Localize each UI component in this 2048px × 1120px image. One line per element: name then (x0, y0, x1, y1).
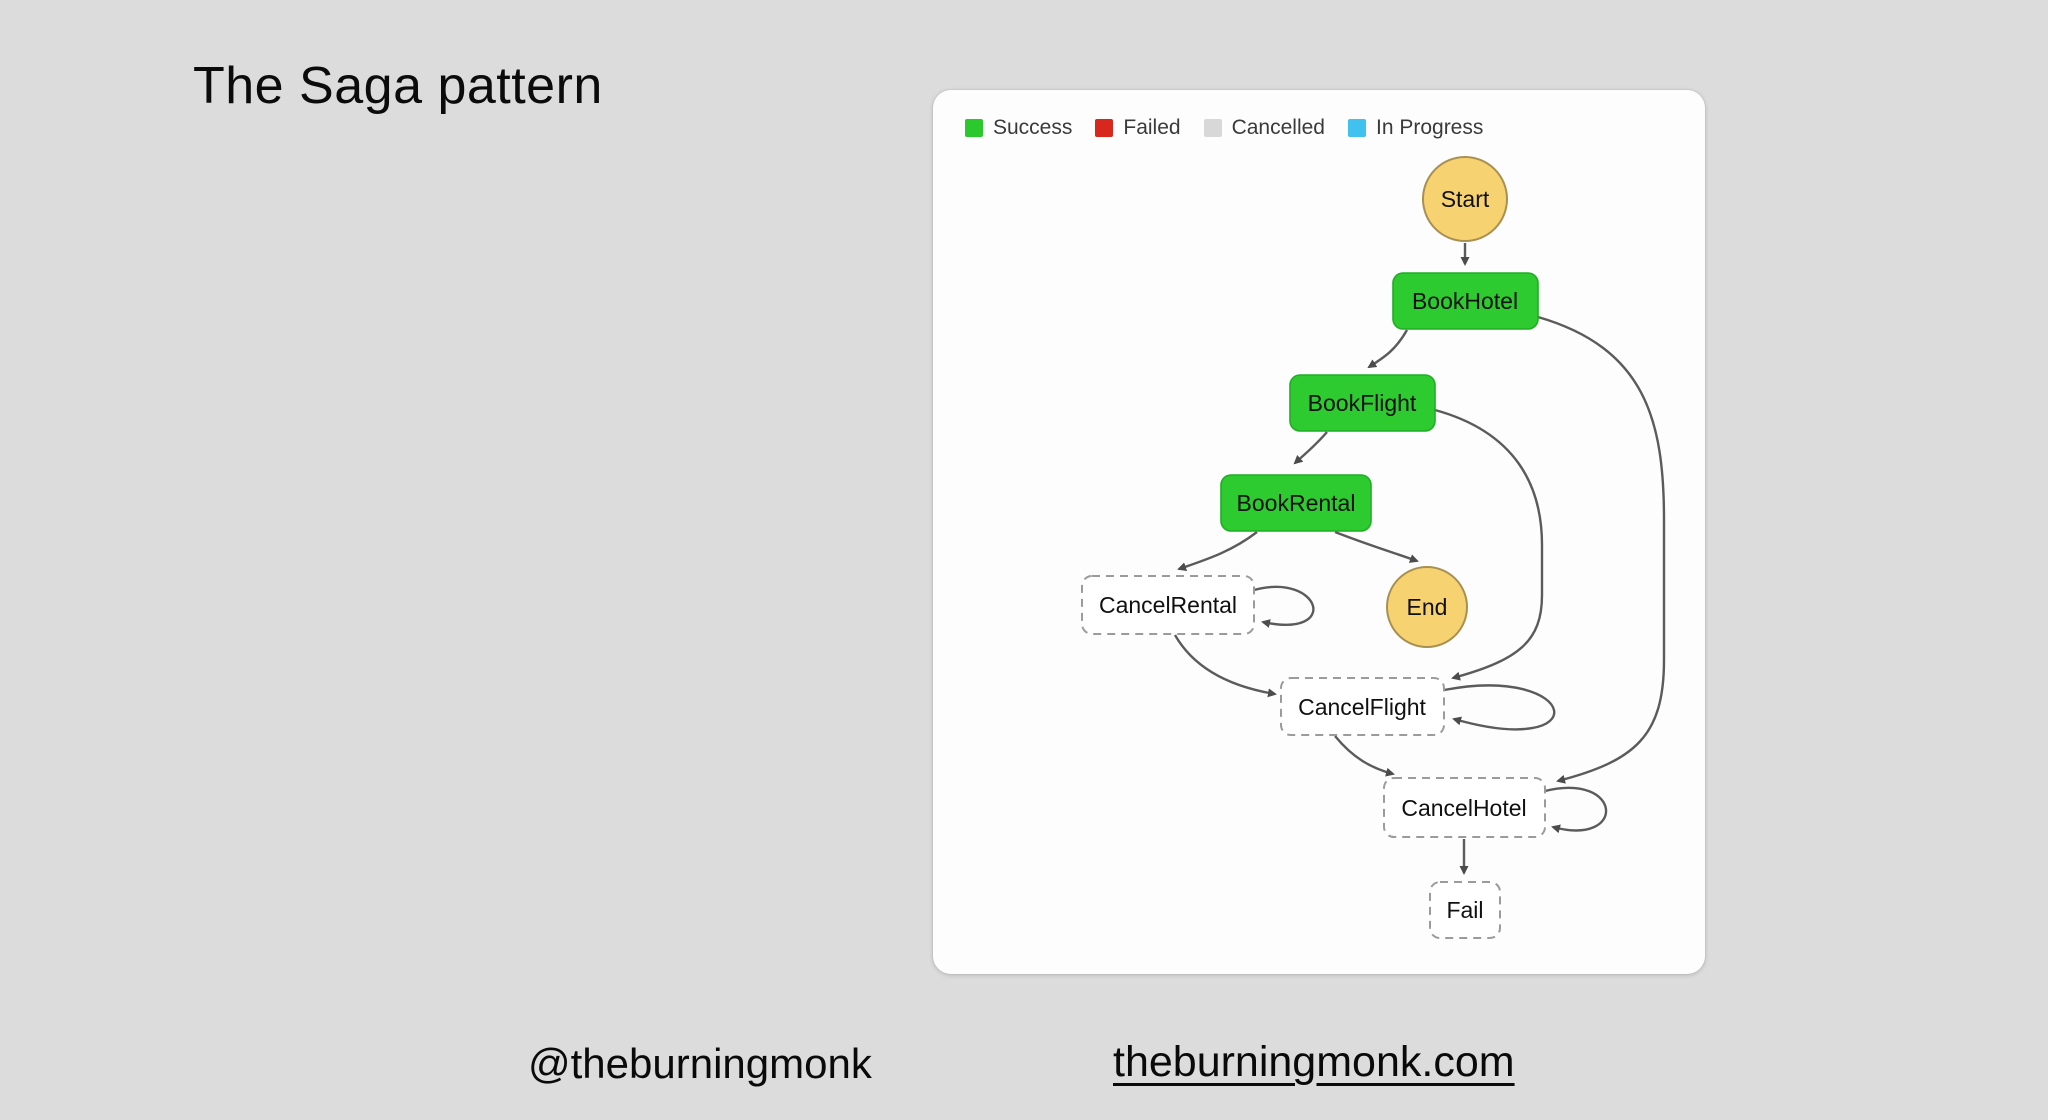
website-link[interactable]: theburningmonk.com (1113, 1038, 1515, 1086)
bookflight-label: BookFlight (1308, 390, 1417, 416)
end-circle (1386, 566, 1468, 648)
end-label: End (1407, 594, 1448, 620)
node-fail: Fail (1429, 881, 1501, 939)
edge-cancelflight-self-loop (1443, 684, 1556, 731)
legend-item-in-progress: In Progress (1347, 116, 1484, 140)
legend-swatch-success (965, 119, 983, 137)
legend-label-cancelled: Cancelled (1231, 116, 1325, 139)
twitter-handle: @theburningmonk (528, 1040, 872, 1087)
start-circle (1422, 156, 1508, 242)
node-bookrental: BookRental (1220, 474, 1372, 532)
edge-cancelflight-cancelhotel (1334, 735, 1395, 777)
start-label: Start (1441, 186, 1490, 212)
legend-swatch-in-progress (1347, 119, 1366, 137)
node-end: End (1386, 566, 1468, 648)
cancelhotel-box (1383, 777, 1546, 838)
page-title: The Saga pattern (193, 57, 603, 115)
node-layer: Start BookHotel BookFlight BookRental Ca… (1081, 156, 1546, 939)
legend-item-failed: Failed (1095, 116, 1181, 140)
legend-swatch-cancelled (1203, 119, 1222, 137)
edge-cancelrental-self-loop (1253, 585, 1315, 628)
bookhotel-label: BookHotel (1412, 288, 1518, 314)
edge-bookrental-cancelrental (1177, 531, 1258, 571)
legend-label-success: Success (993, 116, 1073, 139)
fail-box (1429, 881, 1501, 939)
legend: Success Failed Cancelled In Progress (965, 116, 1483, 140)
edge-layer (1173, 243, 1666, 875)
edge-bookhotel-bookflight (1367, 329, 1409, 369)
node-start: Start (1422, 156, 1508, 242)
bookhotel-box (1392, 272, 1539, 330)
node-bookhotel: BookHotel (1392, 272, 1539, 330)
legend-item-success: Success (965, 116, 1072, 140)
node-cancelrental: CancelRental (1081, 575, 1255, 635)
node-cancelhotel: CancelHotel (1383, 777, 1546, 838)
cancelhotel-label: CancelHotel (1401, 795, 1526, 821)
node-bookflight: BookFlight (1289, 374, 1436, 432)
legend-swatch-failed (1095, 119, 1114, 137)
edge-cancelhotel-self-loop (1544, 786, 1608, 834)
cancelrental-box (1081, 575, 1255, 635)
bookrental-label: BookRental (1237, 490, 1356, 516)
bookrental-box (1220, 474, 1372, 532)
saga-workflow-graph: Start BookHotel BookFlight BookRental Ca… (1081, 156, 1666, 939)
edge-cancelrental-cancelflight (1173, 634, 1277, 698)
edge-bookflight-cancelflight (1434, 408, 1544, 681)
state-machine-card: Success Failed Cancelled In Progress (933, 90, 1705, 974)
edge-bookflight-bookrental (1293, 431, 1328, 465)
cancelflight-label: CancelFlight (1298, 694, 1426, 720)
legend-label-failed: Failed (1123, 116, 1181, 139)
edge-bookhotel-cancelhotel (1537, 315, 1666, 784)
node-cancelflight: CancelFlight (1280, 677, 1445, 736)
cancelflight-box (1280, 677, 1445, 736)
cancelrental-label: CancelRental (1099, 592, 1237, 618)
fail-label: Fail (1446, 897, 1483, 923)
legend-item-cancelled: Cancelled (1203, 116, 1325, 140)
legend-label-in-progress: In Progress (1375, 116, 1484, 139)
bookflight-box (1289, 374, 1436, 432)
edge-bookrental-end (1334, 530, 1419, 563)
